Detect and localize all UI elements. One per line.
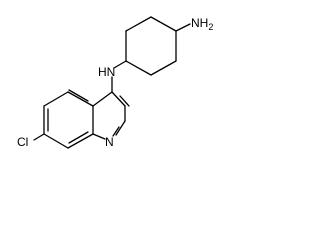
cyclohexane-ring <box>125 16 177 76</box>
bond <box>119 95 130 107</box>
bond <box>68 89 89 102</box>
bond <box>92 91 113 107</box>
bond <box>67 91 94 107</box>
bond <box>111 91 126 107</box>
bond <box>67 133 94 149</box>
pyridine-ring <box>92 91 130 140</box>
atom-label-hn: HN <box>98 65 115 79</box>
bond-ring-to-hn <box>113 60 127 69</box>
bond <box>150 16 177 32</box>
atom-label-cl: Cl <box>17 135 28 149</box>
atom-label-n-ring: N <box>105 135 114 149</box>
atom-label-nh2: NH2 <box>191 16 213 32</box>
bond <box>125 16 152 32</box>
bond <box>68 131 89 144</box>
subscript-2: 2 <box>208 22 213 32</box>
bond <box>43 91 69 107</box>
bond <box>112 126 120 137</box>
benzene-ring <box>43 89 94 149</box>
substituent-bonds <box>111 23 191 93</box>
bond-to-chlorine <box>33 133 45 141</box>
bond <box>125 60 152 76</box>
bond <box>115 120 126 136</box>
chemical-structure: NH2 HN Cl N <box>17 16 213 149</box>
bond <box>92 133 106 140</box>
bond <box>43 133 69 149</box>
bond-to-primary-amine <box>175 23 191 32</box>
bond <box>150 60 177 76</box>
